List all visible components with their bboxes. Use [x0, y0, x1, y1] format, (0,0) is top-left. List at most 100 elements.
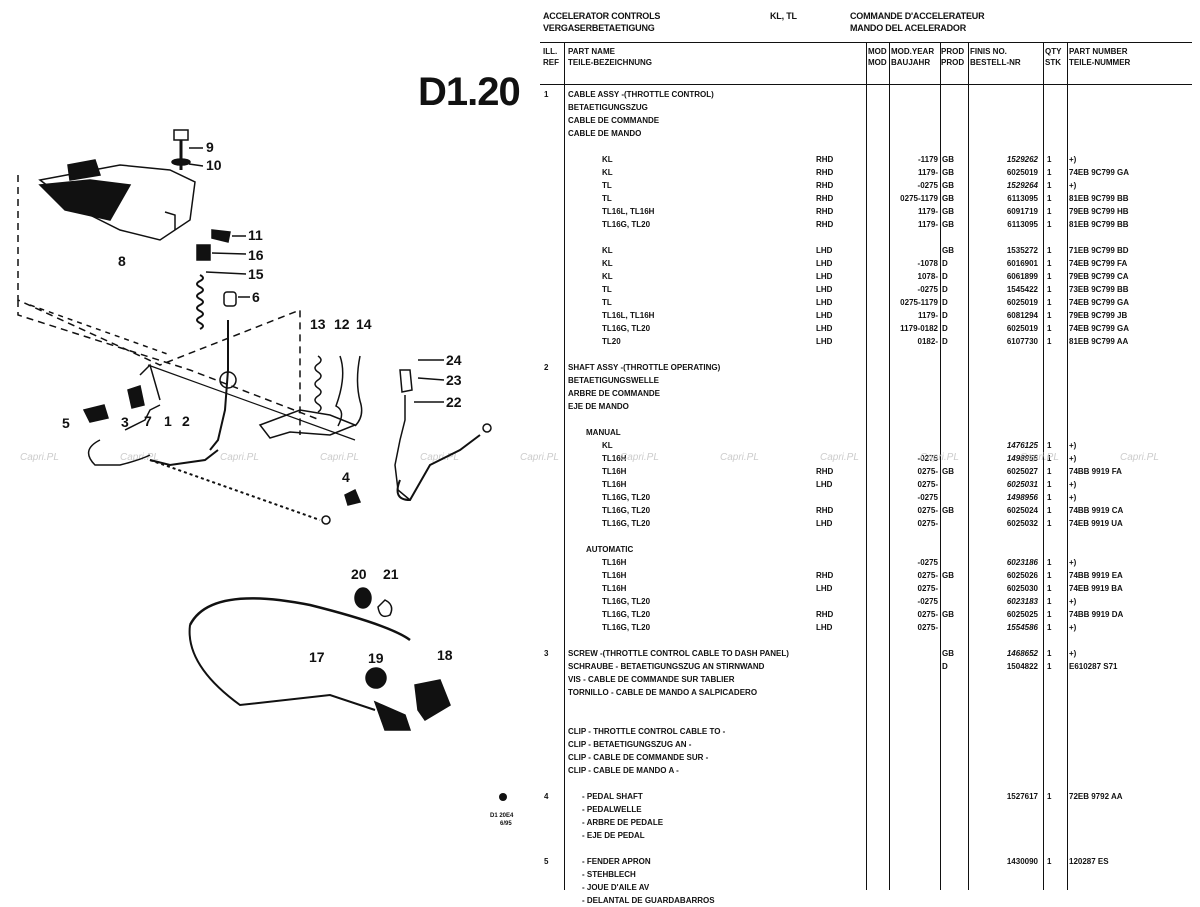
callout-19: 19 [368, 650, 384, 666]
cell-prod: D [942, 311, 948, 320]
cell-model: TL16H [602, 480, 627, 489]
cell-qty: 1 [1047, 168, 1052, 177]
cell-pn: 81EB 9C799 AA [1069, 337, 1129, 346]
col-finis: FINIS NO.BESTELL-NR [970, 47, 1021, 67]
cell-pn: 74EB 9C799 GA [1069, 298, 1130, 307]
cell-model: TL [602, 285, 612, 294]
cell-pn: 74BB 9919 FA [1069, 467, 1122, 476]
cell-pn: 74EB 9C799 GA [1069, 324, 1130, 333]
cell-qty: 1 [1047, 220, 1052, 229]
cell-pn: 79EB 9C799 HB [1069, 207, 1129, 216]
cell-qty: 1 [1047, 610, 1052, 619]
cell-year: 0275- [917, 467, 938, 476]
cell-finis: 1430090 [1006, 857, 1038, 866]
cell-year: -0275 [917, 285, 938, 294]
cell-sub: MANUAL [586, 428, 621, 437]
cell-finis: 6081294 [1006, 311, 1038, 320]
cell-pn: +) [1069, 441, 1077, 450]
table-row: CLIP - CABLE DE COMMANDE SUR - [540, 751, 1192, 764]
cell-qty: 1 [1047, 584, 1052, 593]
cell-model: TL16G, TL20 [602, 610, 651, 619]
cell-prod: D [942, 662, 948, 671]
callout-3: 3 [121, 414, 129, 430]
cell-year: 1179- [917, 220, 938, 229]
cell-finis: 1476125 [1006, 441, 1038, 450]
cell-prod: GB [942, 155, 954, 164]
cell-pn: 74BB 9919 CA [1069, 506, 1124, 515]
callout-2: 2 [182, 413, 190, 429]
callout-16: 16 [248, 247, 264, 263]
watermark-text: Capri.PL [720, 452, 759, 463]
cell-side: RHD [816, 155, 834, 164]
cell-side: LHD [816, 623, 833, 632]
cell-name: ARBRE DE COMMANDE [568, 389, 660, 398]
cell-ref: 4 [544, 792, 549, 801]
table-row [540, 348, 1192, 361]
callout-20: 20 [351, 566, 367, 582]
callout-6: 6 [252, 289, 260, 305]
cell-name: SHAFT ASSY -(THROTTLE OPERATING) [568, 363, 721, 372]
cell-finis: 1498955 [1006, 454, 1038, 463]
footer-sub: 6/95 [500, 821, 512, 827]
table-row [540, 842, 1192, 855]
cell-sub: AUTOMATIC [586, 545, 634, 554]
cell-finis: 6016901 [1006, 259, 1038, 268]
cell-ref: 1 [544, 90, 549, 99]
table-row: AUTOMATIC [540, 543, 1192, 556]
cell-year: 0275- [917, 480, 938, 489]
cell-name: - PEDAL SHAFT [582, 792, 643, 801]
cell-model: TL16G, TL20 [602, 324, 651, 333]
cell-pn: 81EB 9C799 BB [1069, 220, 1129, 229]
cell-prod: GB [942, 649, 954, 658]
cell-model: TL16G, TL20 [602, 519, 651, 528]
callout-4: 4 [342, 469, 350, 485]
cell-prod: D [942, 285, 948, 294]
dash-panel-outline [17, 175, 301, 435]
watermark-text: Capri.PL [420, 452, 459, 463]
cell-prod: D [942, 337, 948, 346]
cell-year: -0275 [917, 558, 938, 567]
cell-prod: GB [942, 571, 954, 580]
page-code: D1.20 [418, 70, 521, 114]
cell-finis: 6023183 [1006, 597, 1038, 606]
watermark-text: Capri.PL [1120, 452, 1159, 463]
cell-prod: GB [942, 220, 954, 229]
col-ill: ILL.REF [543, 47, 559, 67]
cell-year: -0275 [917, 454, 938, 463]
cell-finis: 6025032 [1006, 519, 1038, 528]
table-row: MANUAL [540, 426, 1192, 439]
cell-qty: 1 [1047, 298, 1052, 307]
cell-year: 0275- [917, 584, 938, 593]
cell-name: CLIP - CABLE DE COMMANDE SUR - [568, 753, 709, 762]
cell-side: RHD [816, 506, 834, 515]
callout-17: 17 [309, 649, 325, 665]
cell-pn: +) [1069, 649, 1077, 658]
cell-model: KL [602, 272, 613, 281]
cell-pn: 74BB 9919 DA [1069, 610, 1124, 619]
table-row: VIS - CABLE DE COMMANDE SUR TABLIER [540, 673, 1192, 686]
cell-finis: 1468652 [1006, 649, 1038, 658]
table-row: - STEHBLECH [540, 868, 1192, 881]
table-row: TORNILLO - CABLE DE MANDO A SALPICADERO [540, 686, 1192, 699]
cell-year: 0275- [917, 623, 938, 632]
cell-finis: 1529262 [1006, 155, 1038, 164]
col-divider [968, 42, 969, 890]
cell-prod: GB [942, 467, 954, 476]
cell-name: CABLE DE MANDO [568, 129, 642, 138]
cell-name: CABLE ASSY -(THROTTLE CONTROL) [568, 90, 714, 99]
footer-mark [499, 793, 507, 801]
